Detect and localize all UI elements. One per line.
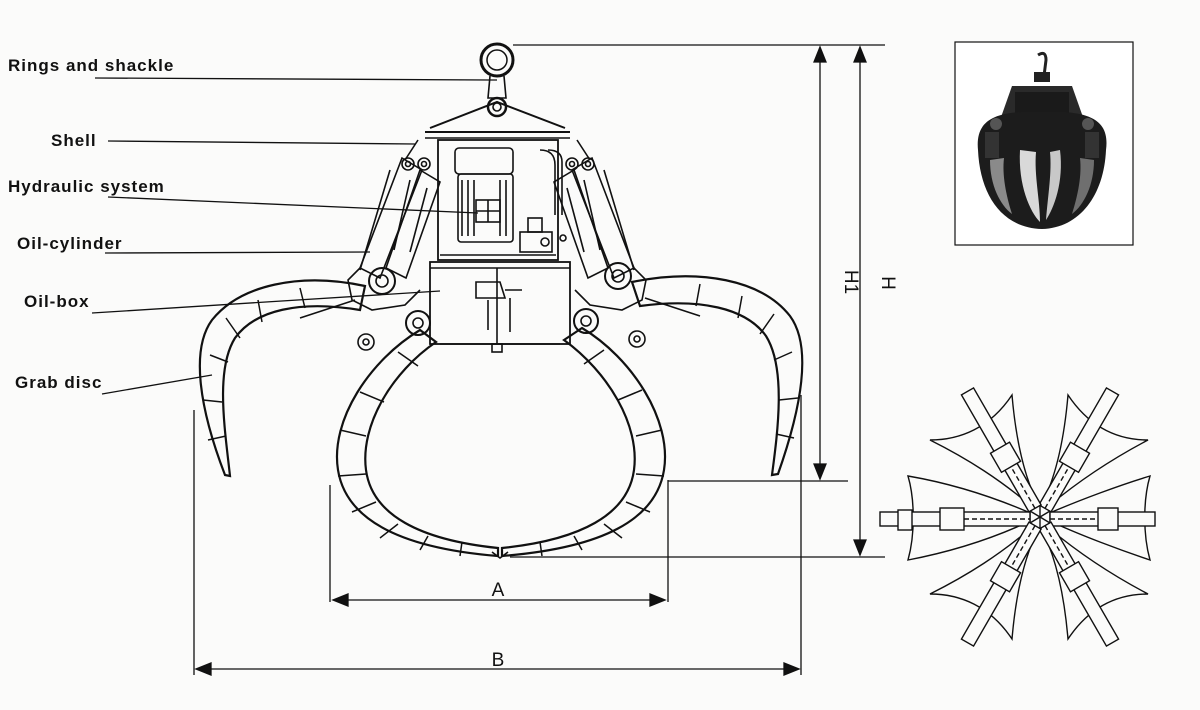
label-grab-disc: Grab disc [15,373,103,392]
product-photo [954,41,1134,246]
dimension-b: B [492,650,505,671]
grab-front-view [198,42,804,559]
label-hydraulic-system: Hydraulic system [8,177,165,196]
label-rings-and-shackle: Rings and shackle [8,56,175,75]
dimension-h: H [877,276,898,290]
dimension-lines [193,44,885,676]
label-oil-cylinder: Oil-cylinder [17,234,123,253]
label-shell: Shell [51,131,97,150]
dimension-h1: H1 [840,270,861,294]
label-oil-box: Oil-box [24,292,90,311]
top-view-star [879,386,1156,648]
dimension-a: A [492,580,505,601]
